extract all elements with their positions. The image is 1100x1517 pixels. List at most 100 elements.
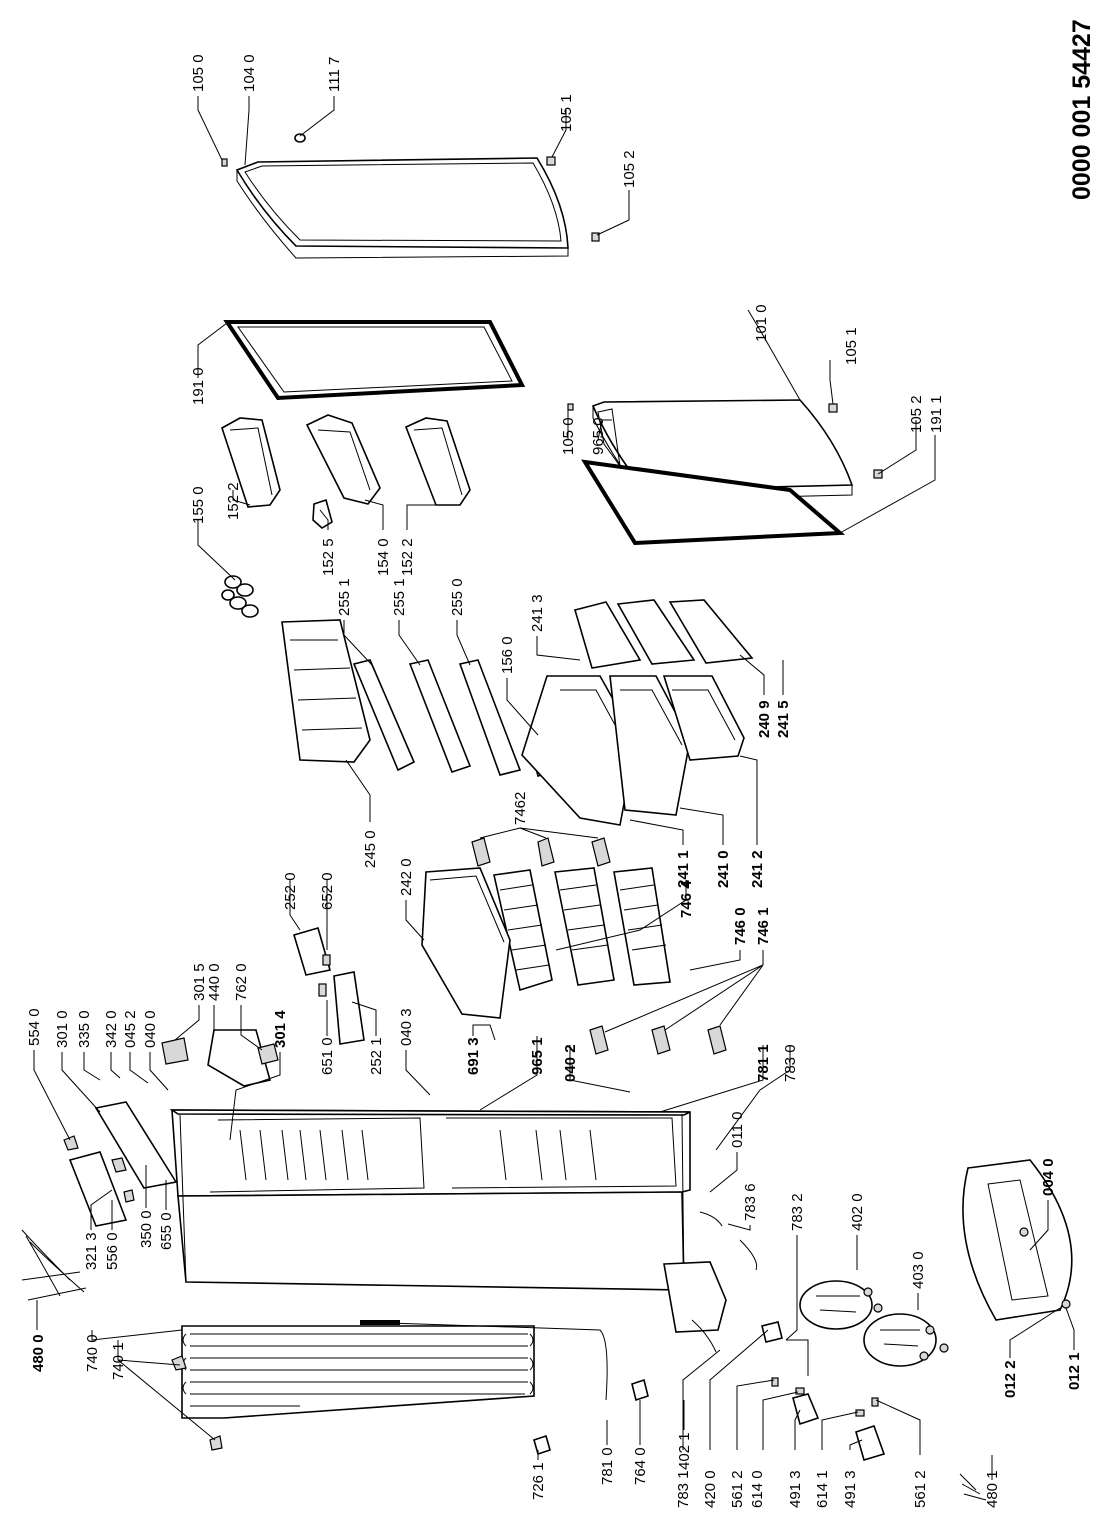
document-code: 0000 001 54427: [1068, 19, 1096, 200]
callout: 965 0: [590, 417, 607, 455]
door-hinge-part-lower: [591, 232, 600, 242]
callout: 191 0: [190, 367, 207, 405]
freezer-door-group: [567, 399, 883, 546]
feet-parts: [962, 1159, 1073, 1321]
callout: 155 0: [190, 486, 207, 524]
callout: 104 0: [241, 54, 258, 92]
callout: 105 1: [558, 94, 575, 132]
callout: 726 1: [530, 1462, 547, 1500]
callout: 241 5: [775, 700, 792, 738]
callout: 764 0: [632, 1447, 649, 1485]
lamp-cover-parts: [293, 927, 365, 1045]
callout: 240 9: [756, 700, 773, 738]
door-hinge-right: [828, 403, 838, 413]
callout: 691 3: [465, 1037, 482, 1075]
callout: 556 0: [104, 1232, 121, 1270]
callout: 440 0: [206, 963, 223, 1001]
bottom-small-parts: [533, 1377, 987, 1501]
callout: 105 0: [190, 54, 207, 92]
compressor-group: [663, 1211, 949, 1376]
freezer-door: [591, 399, 854, 491]
callout: 241 0: [715, 850, 732, 888]
control-panel-parts: [63, 1101, 178, 1227]
callout: 746 0: [732, 907, 749, 945]
crisper-box: [421, 867, 511, 1019]
callout: 191 1: [928, 395, 945, 433]
callout: 403 0: [910, 1251, 927, 1289]
callout: 335 0: [76, 1010, 93, 1048]
callout: 740 1: [110, 1342, 127, 1380]
callout: 965 1: [529, 1037, 546, 1075]
callout: 156 0: [499, 636, 516, 674]
callout: 012 1: [1066, 1352, 1083, 1390]
callout: 350 0: [138, 1210, 155, 1248]
callout: 480 0: [30, 1334, 47, 1372]
callout: 255 0: [449, 578, 466, 616]
callout: 241 1: [675, 850, 692, 888]
callout: 740 0: [84, 1334, 101, 1372]
freezer-drawers: [521, 599, 754, 826]
callout: 105 1: [843, 327, 860, 365]
callout: 045 2: [122, 1010, 139, 1048]
callout: 040 3: [398, 1008, 415, 1046]
callout: 152 5: [320, 538, 337, 576]
callout: 011 0: [729, 1112, 746, 1148]
freezer-wire-shelves: [493, 867, 671, 992]
callout: 255 1: [391, 578, 408, 616]
callout: 746 1: [755, 907, 772, 945]
callout: 342 0: [103, 1010, 120, 1048]
callout: 004 0: [1040, 1158, 1057, 1196]
wiring-harness: [21, 1229, 87, 1301]
callout: 762 0: [233, 963, 250, 1001]
callout: 252 0: [282, 872, 299, 910]
door-plug-part: [294, 133, 306, 143]
callout: 614 0: [749, 1470, 766, 1508]
callout: 152 2: [225, 482, 242, 520]
callout: 241 3: [529, 594, 546, 632]
callout: 491 3: [787, 1470, 804, 1508]
callout: 655 0: [158, 1212, 175, 1250]
callout: 321 3: [83, 1232, 100, 1270]
callout: 783 1: [675, 1470, 692, 1508]
callout: 652 0: [319, 872, 336, 910]
callout: 152 2: [399, 538, 416, 576]
callout: 402 1: [676, 1432, 693, 1470]
callout: 040 2: [562, 1044, 579, 1082]
callout: 101 0: [753, 304, 770, 342]
fridge-door-gasket: [223, 320, 526, 401]
callout: 301 4: [272, 1010, 289, 1048]
hinge-pin-top: [221, 158, 228, 167]
callout: 480 1: [984, 1470, 1001, 1508]
shelf-supports: [471, 837, 727, 1055]
callout: 402 0: [849, 1193, 866, 1231]
egg-tray: [221, 575, 259, 618]
callout: 554 0: [26, 1008, 43, 1046]
callout: 105 2: [621, 150, 638, 188]
callout: 783 0: [782, 1044, 799, 1082]
callout: 111 7: [326, 57, 343, 92]
door-balconies: [221, 414, 471, 618]
upper-door: [235, 157, 569, 249]
callout: 651 0: [319, 1037, 336, 1075]
callout: 301 5: [191, 963, 208, 1001]
callout: 012 2: [1002, 1360, 1019, 1398]
callout: 242 0: [398, 858, 415, 896]
main-cabinet: [169, 1109, 691, 1291]
callout: 154 0: [375, 538, 392, 576]
callout: 561 2: [912, 1470, 929, 1508]
glass-shelves: [281, 619, 561, 777]
callout: 561 2: [729, 1470, 746, 1508]
upper-door-group: [221, 133, 600, 259]
callout: 245 0: [362, 830, 379, 868]
callout: 252 1: [368, 1037, 385, 1075]
callout: 301 0: [54, 1010, 71, 1048]
leader-lines: [33, 96, 1075, 1480]
callout: 746 4: [678, 880, 695, 918]
callout: 783 2: [789, 1193, 806, 1231]
callout: 783 6: [742, 1183, 759, 1221]
callout: 420 0: [702, 1470, 719, 1508]
callout: 255 1: [336, 578, 353, 616]
door-hinge-part: [546, 156, 556, 166]
callout: 781 1: [755, 1044, 772, 1082]
